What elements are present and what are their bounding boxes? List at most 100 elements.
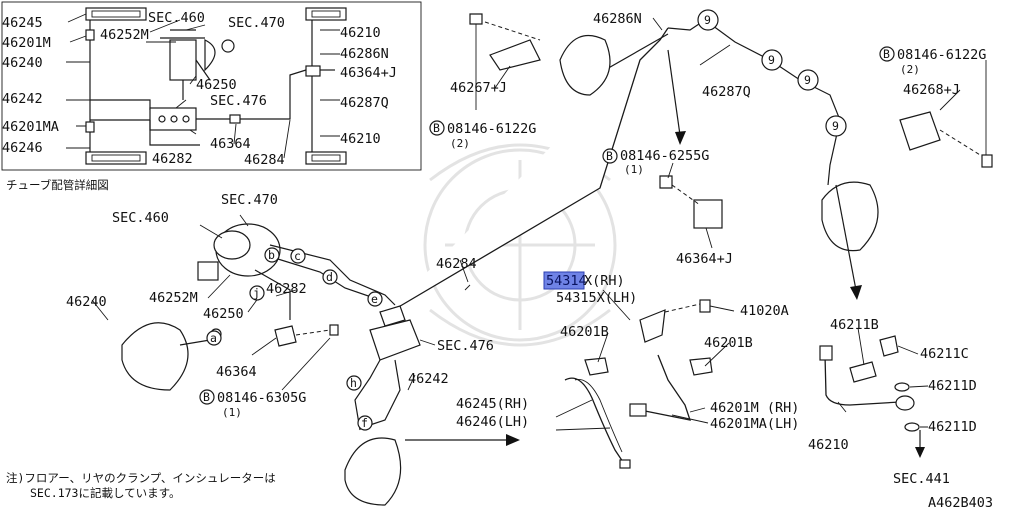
label-54314[interactable]: 54314: [546, 273, 587, 289]
callout-letters: a b c d e f h j: [206, 247, 383, 431]
label-46282: 46282: [266, 281, 307, 297]
label-08146-6305g: 08146-6305G: [217, 390, 306, 406]
diagram-id: A462B403: [928, 495, 993, 510]
label-46211c: 46211C: [920, 346, 969, 362]
label-46268j: 46268+J: [903, 82, 960, 98]
inset-label-46287q: 46287Q: [340, 95, 389, 111]
label-46211d-a: 46211D: [928, 378, 977, 394]
inset-label-46284: 46284: [244, 152, 285, 168]
label-sec476: SEC.476: [437, 338, 494, 354]
inset-label-46210-top: 46210: [340, 25, 381, 41]
svg-text:c: c: [294, 249, 301, 263]
washer-46211d-a: [894, 382, 910, 392]
label-46240: 46240: [66, 294, 107, 310]
label-46364: 46364: [216, 364, 257, 380]
qty-08146-6122g-a: (2): [450, 137, 470, 150]
inset-label-46245: 46245: [2, 15, 43, 31]
inset-label-46240: 46240: [2, 55, 43, 71]
label-41020a: 41020A: [740, 303, 789, 319]
svg-text:B: B: [203, 390, 210, 404]
svg-text:9: 9: [804, 73, 811, 87]
label-46201m-rh: 46201M (RH): [710, 400, 799, 416]
inset-label-46246: 46246: [2, 140, 43, 156]
label-sec470: SEC.470: [221, 192, 278, 208]
label-08146-6122g-b: 08146-6122G: [897, 47, 986, 63]
label-54314-side: X(RH): [584, 273, 625, 289]
flare-marker-9-d: [825, 115, 847, 137]
bracket-46364: [274, 325, 297, 347]
inset-label-46250: 46250: [196, 77, 237, 93]
label-sec441: SEC.441: [893, 471, 950, 487]
label-sec460: SEC.460: [112, 210, 169, 226]
label-46286n: 46286N: [593, 11, 642, 27]
valve-block-sec476: [369, 305, 421, 361]
label-46252m: 46252M: [149, 290, 198, 306]
svg-text:j: j: [253, 286, 260, 300]
inset-label-46252m: 46252M: [100, 27, 149, 43]
arrow-to-46364j: [667, 49, 681, 136]
flare-marker-9-a: [697, 9, 719, 31]
inset-label-sec476: SEC.476: [210, 93, 267, 109]
bleeder-46211c: [879, 335, 899, 357]
svg-text:h: h: [350, 376, 357, 390]
washer-46211d-b: [904, 422, 920, 432]
clip-46201b-a: [584, 357, 609, 376]
inset-caption: チューブ配管詳細図: [6, 178, 109, 192]
label-54315: 54315X(LH): [556, 290, 637, 306]
clip-46211b: [849, 361, 877, 383]
inset-label-sec460: SEC.460: [148, 10, 205, 26]
junction-46364j: [693, 199, 723, 229]
label-46201b-b: 46201B: [704, 335, 753, 351]
label-46242: 46242: [408, 371, 449, 387]
bracket-54314: [639, 309, 666, 343]
svg-text:B: B: [606, 149, 613, 163]
front-left-drum: [121, 322, 189, 391]
bolt-markers: B B B B: [199, 46, 895, 405]
bracket-46268j: [899, 111, 941, 151]
label-46250: 46250: [203, 306, 244, 322]
label-46245-rh: 46245(RH): [456, 396, 529, 412]
qty-08146-6255g: (1): [624, 163, 644, 176]
label-46211b: 46211B: [830, 317, 879, 333]
inset-label-46282: 46282: [152, 151, 193, 167]
svg-text:B: B: [433, 121, 440, 135]
note-line-2: SEC.173に記載しています。: [30, 486, 180, 500]
svg-text:d: d: [326, 270, 333, 284]
inset-label-46286n: 46286N: [340, 46, 389, 62]
svg-text:9: 9: [832, 119, 839, 133]
label-46201ma-lh: 46201MA(LH): [710, 416, 799, 432]
qty-08146-6122g-b: (2): [900, 63, 920, 76]
inset-label-46364: 46364: [210, 136, 251, 152]
inset-label-46201m: 46201M: [2, 35, 51, 51]
rear-left-drum: [559, 34, 611, 96]
label-46364j: 46364+J: [676, 251, 733, 267]
svg-text:e: e: [371, 292, 378, 306]
inset-label-46210-bottom: 46210: [340, 131, 381, 147]
inset-label-sec470: SEC.470: [228, 15, 285, 31]
label-08146-6255g: 08146-6255G: [620, 148, 709, 164]
label-08146-6122g-a: 08146-6122G: [447, 121, 536, 137]
label-46246-lh: 46246(LH): [456, 414, 529, 430]
highlight-54314: [543, 271, 585, 290]
svg-text:a: a: [210, 331, 217, 345]
bracket-46267j: [489, 39, 541, 71]
label-46210: 46210: [808, 437, 849, 453]
inset-label-46201ma: 46201MA: [2, 119, 59, 135]
tube-detail-inset: 46245 46201M 46240 46242 46201MA 46246 S…: [1, 1, 422, 171]
note-line-1: 注)フロアー、リヤのクランプ、インシュレーターは: [6, 471, 276, 485]
arrow-to-46211b: [835, 184, 857, 291]
label-46284: 46284: [436, 256, 477, 272]
master-cylinder-booster: [197, 223, 396, 320]
inset-bracket-bottom-left: [85, 151, 147, 165]
label-46287q: 46287Q: [702, 84, 751, 100]
flare-marker-9-c: [797, 69, 819, 91]
front-right-drum: [344, 437, 402, 506]
tube-46284: [384, 27, 669, 316]
hose-46201m: [639, 354, 691, 421]
hose-46245-46246: [564, 377, 626, 466]
svg-text:f: f: [361, 416, 368, 430]
svg-text:b: b: [268, 248, 275, 262]
inset-bracket-top-left: [85, 7, 147, 21]
